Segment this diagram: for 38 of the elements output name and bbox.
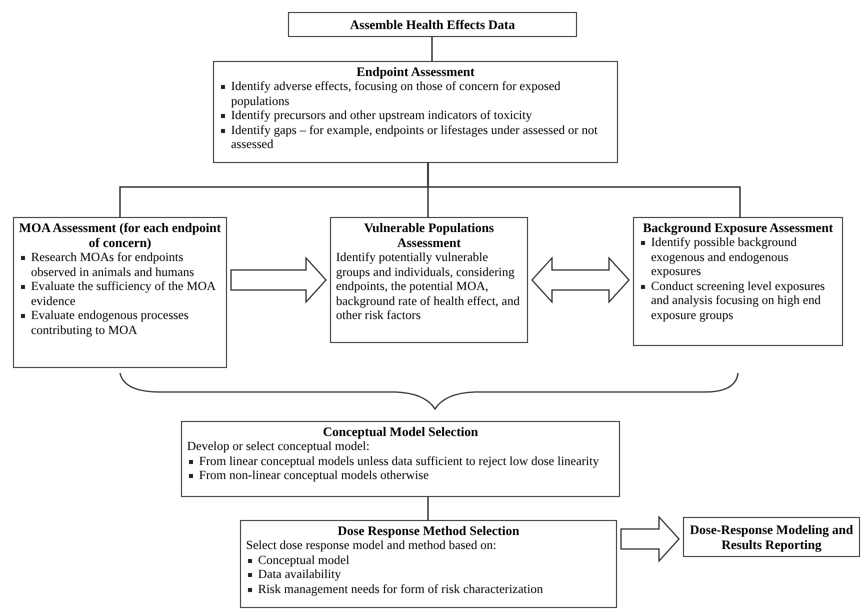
- connector-line: [427, 163, 741, 217]
- process-box: [683, 517, 860, 557]
- bullet-text: Evaluate the sufficiency of the MOA evidence: [31, 279, 217, 308]
- block-arrow: [531, 256, 630, 304]
- process-box: [288, 12, 577, 37]
- box-heading: MOA Assessment (for each endpoint of concern): [19, 220, 221, 250]
- body-text: Develop or select conceptual model:: [187, 439, 371, 454]
- bullet-text: Conduct screening level exposures and analysis focusing on high end exposure groups: [651, 278, 826, 322]
- bullet-text: Identify precursors and other upstream indicators of toxicity: [231, 108, 532, 122]
- body-text: Identify potentially vulnerable groups and individuals, considering endpoints, the potential MOA, background rate of health effect, and other risk factors: [336, 250, 521, 322]
- process-box: [181, 421, 620, 497]
- process-box: [633, 217, 843, 346]
- bullet-text: Identify possible background exogenous and endogenous exposures: [651, 235, 798, 278]
- process-box: [240, 520, 617, 608]
- box-heading: Background Exposure Assessment: [642, 220, 834, 235]
- process-box: [13, 217, 227, 368]
- connector-line: [427, 497, 429, 520]
- process-box: [213, 61, 618, 163]
- bullet-text: From non-linear conceptual models otherwise: [199, 468, 429, 482]
- bullet-text: Risk management needs for form of risk characterization: [258, 582, 543, 596]
- bullet-text: Evaluate endogenous processes contributing to MOA: [31, 308, 190, 337]
- bullet-text: Identify gaps – for example, endpoints or lifestages under assessed or not assessed: [231, 122, 599, 152]
- bullet-text: Conceptual model: [258, 552, 350, 567]
- block-arrow: [230, 256, 327, 304]
- process-box: [330, 217, 528, 343]
- box-heading: Conceptual Model Selection: [322, 424, 480, 439]
- box-heading: Assemble Health Effects Data: [349, 17, 516, 32]
- box-heading: Vulnerable Populations Assessment: [363, 220, 495, 250]
- bullet-text: From linear conceptual models unless data sufficient to reject low dose linearity: [199, 454, 599, 468]
- bullet-text: Identify adverse effects, focusing on those of concern for exposed populations: [231, 79, 562, 108]
- connector-line: [431, 37, 433, 61]
- body-text: Select dose response model and method based on:: [246, 538, 498, 552]
- bullet-text: Research MOAs for endpoints observed in animals and humans: [31, 250, 196, 279]
- box-heading: Dose-Response Modeling and Results Reporting: [689, 522, 854, 552]
- block-arrow: [620, 515, 680, 563]
- box-heading: Endpoint Assessment: [355, 64, 476, 79]
- bullet-text: Data availability: [258, 567, 341, 582]
- box-heading: Dose Response Method Selection: [336, 523, 520, 538]
